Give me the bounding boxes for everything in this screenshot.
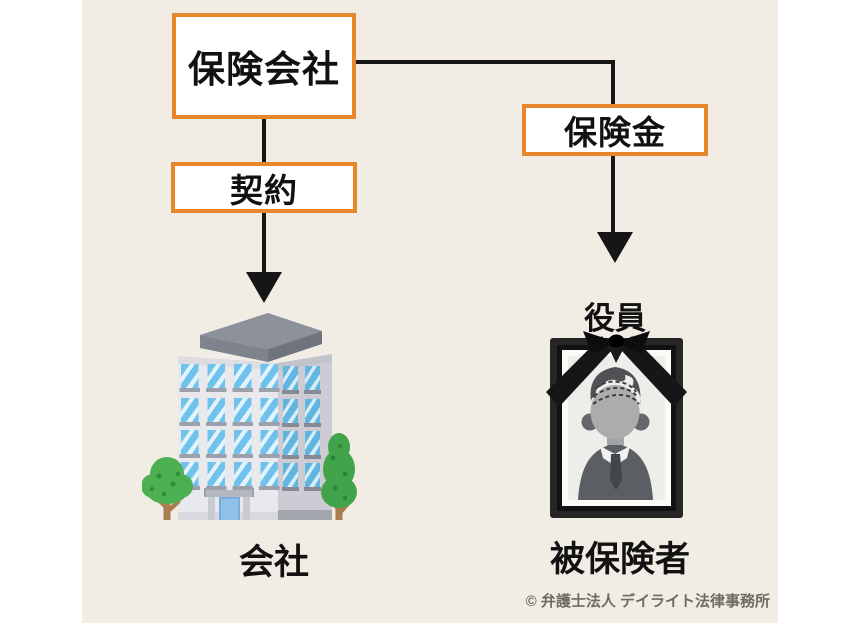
benefit-node: 保険金 — [522, 104, 708, 156]
arrowhead-right-icon — [597, 232, 633, 263]
officer-label: 役員 — [584, 301, 646, 336]
connector-right-lower — [611, 156, 615, 234]
connector-left-upper — [262, 119, 266, 164]
connector-left-lower — [262, 213, 266, 275]
office-building-icon — [142, 313, 357, 520]
contract-node: 契約 — [171, 162, 357, 213]
benefit-label: 保険金 — [564, 114, 666, 151]
company-label: 会社 — [238, 543, 309, 582]
insurer-node: 保険会社 — [172, 13, 356, 119]
arrowhead-left-icon — [246, 272, 282, 303]
insured-label: 被保険者 — [549, 540, 690, 579]
connector-right-upper — [611, 60, 615, 106]
contract-label: 契約 — [230, 171, 298, 209]
connector-horizontal — [356, 60, 615, 64]
insurer-label: 保険会社 — [188, 49, 340, 90]
memorial-portrait-icon — [546, 331, 687, 518]
copyright-text: © 弁護士法人 デイライト法律事務所 — [525, 593, 770, 610]
